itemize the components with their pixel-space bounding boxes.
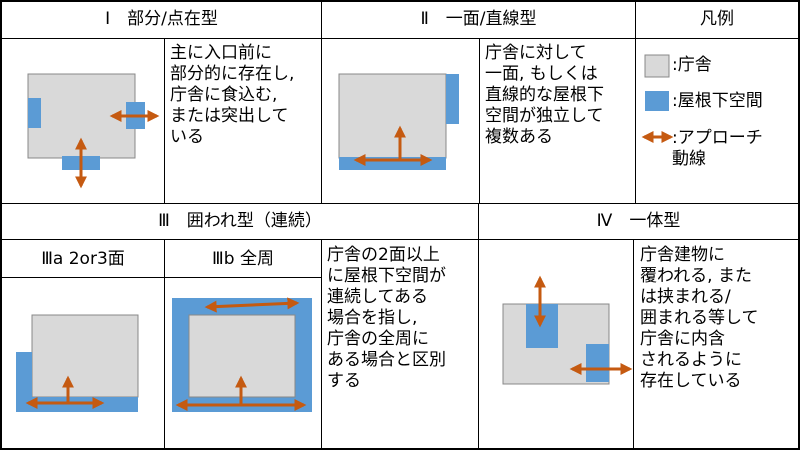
legend-flow-label: :アプローチ 動線 bbox=[672, 128, 763, 169]
grid-line bbox=[0, 0, 800, 2]
grid-line bbox=[635, 0, 636, 203]
legend-roof-icon bbox=[645, 91, 669, 111]
header-legend: 凡例 bbox=[700, 9, 734, 29]
description-type3: 庁舎の2面以上 に屋根下空間が 連続してある 場合を指し, 庁舎の全周に ある場… bbox=[327, 245, 446, 391]
diagram-type4 bbox=[502, 275, 633, 385]
grid-line bbox=[0, 38, 800, 39]
building-shape bbox=[338, 73, 447, 159]
grid-line bbox=[0, 203, 800, 204]
roof-space-shape bbox=[526, 304, 558, 348]
description-type2: 庁舎に対して 一面, もしくは 直線的な屋根下 空間が独立して 複数ある bbox=[485, 43, 604, 147]
header-type3a: Ⅲa 2or3面 bbox=[41, 249, 125, 269]
diagram-type2 bbox=[338, 73, 459, 170]
grid-line bbox=[0, 277, 322, 278]
approach-arrow bbox=[204, 297, 300, 313]
legend-building-label: :庁舎 bbox=[672, 55, 712, 75]
header-type3b: Ⅲb 全周 bbox=[212, 249, 274, 269]
header-type1: Ⅰ 部分/点在型 bbox=[105, 9, 218, 29]
header-type3: Ⅲ 囲われ型（連続） bbox=[158, 211, 322, 231]
grid-line bbox=[0, 239, 800, 240]
grid-line bbox=[0, 0, 2, 450]
description-type1: 主に入口前に 部分的に存在し, 庁舎に食込む, または突出して いる bbox=[170, 43, 295, 147]
grid-line bbox=[164, 239, 165, 448]
header-type2: Ⅱ 一面/直線型 bbox=[420, 9, 537, 29]
grid-line bbox=[321, 0, 322, 203]
roof-space-shape bbox=[586, 344, 609, 382]
diagram-type3a bbox=[16, 314, 139, 412]
roof-space-shape bbox=[446, 74, 459, 124]
grid-line bbox=[479, 38, 480, 203]
grid-line bbox=[633, 239, 634, 448]
grid-line bbox=[798, 0, 800, 450]
legend-building-icon bbox=[644, 54, 670, 78]
grid-line bbox=[164, 38, 165, 203]
description-type4: 庁舎建物に 覆われる, また は挟まれる/ 囲まれる等して 庁舎に内含 されるよ… bbox=[640, 245, 759, 391]
diagram-type1 bbox=[27, 73, 160, 189]
building-shape bbox=[31, 314, 139, 398]
roof-space-shape bbox=[28, 98, 41, 128]
diagram-type3b bbox=[172, 297, 312, 412]
legend-roof-label: :屋根下空間 bbox=[672, 91, 763, 111]
grid-line bbox=[321, 239, 322, 448]
legend-icons bbox=[641, 54, 674, 143]
header-type4: Ⅳ 一体型 bbox=[596, 211, 681, 231]
grid-line bbox=[478, 203, 479, 448]
grid-line bbox=[0, 448, 800, 450]
